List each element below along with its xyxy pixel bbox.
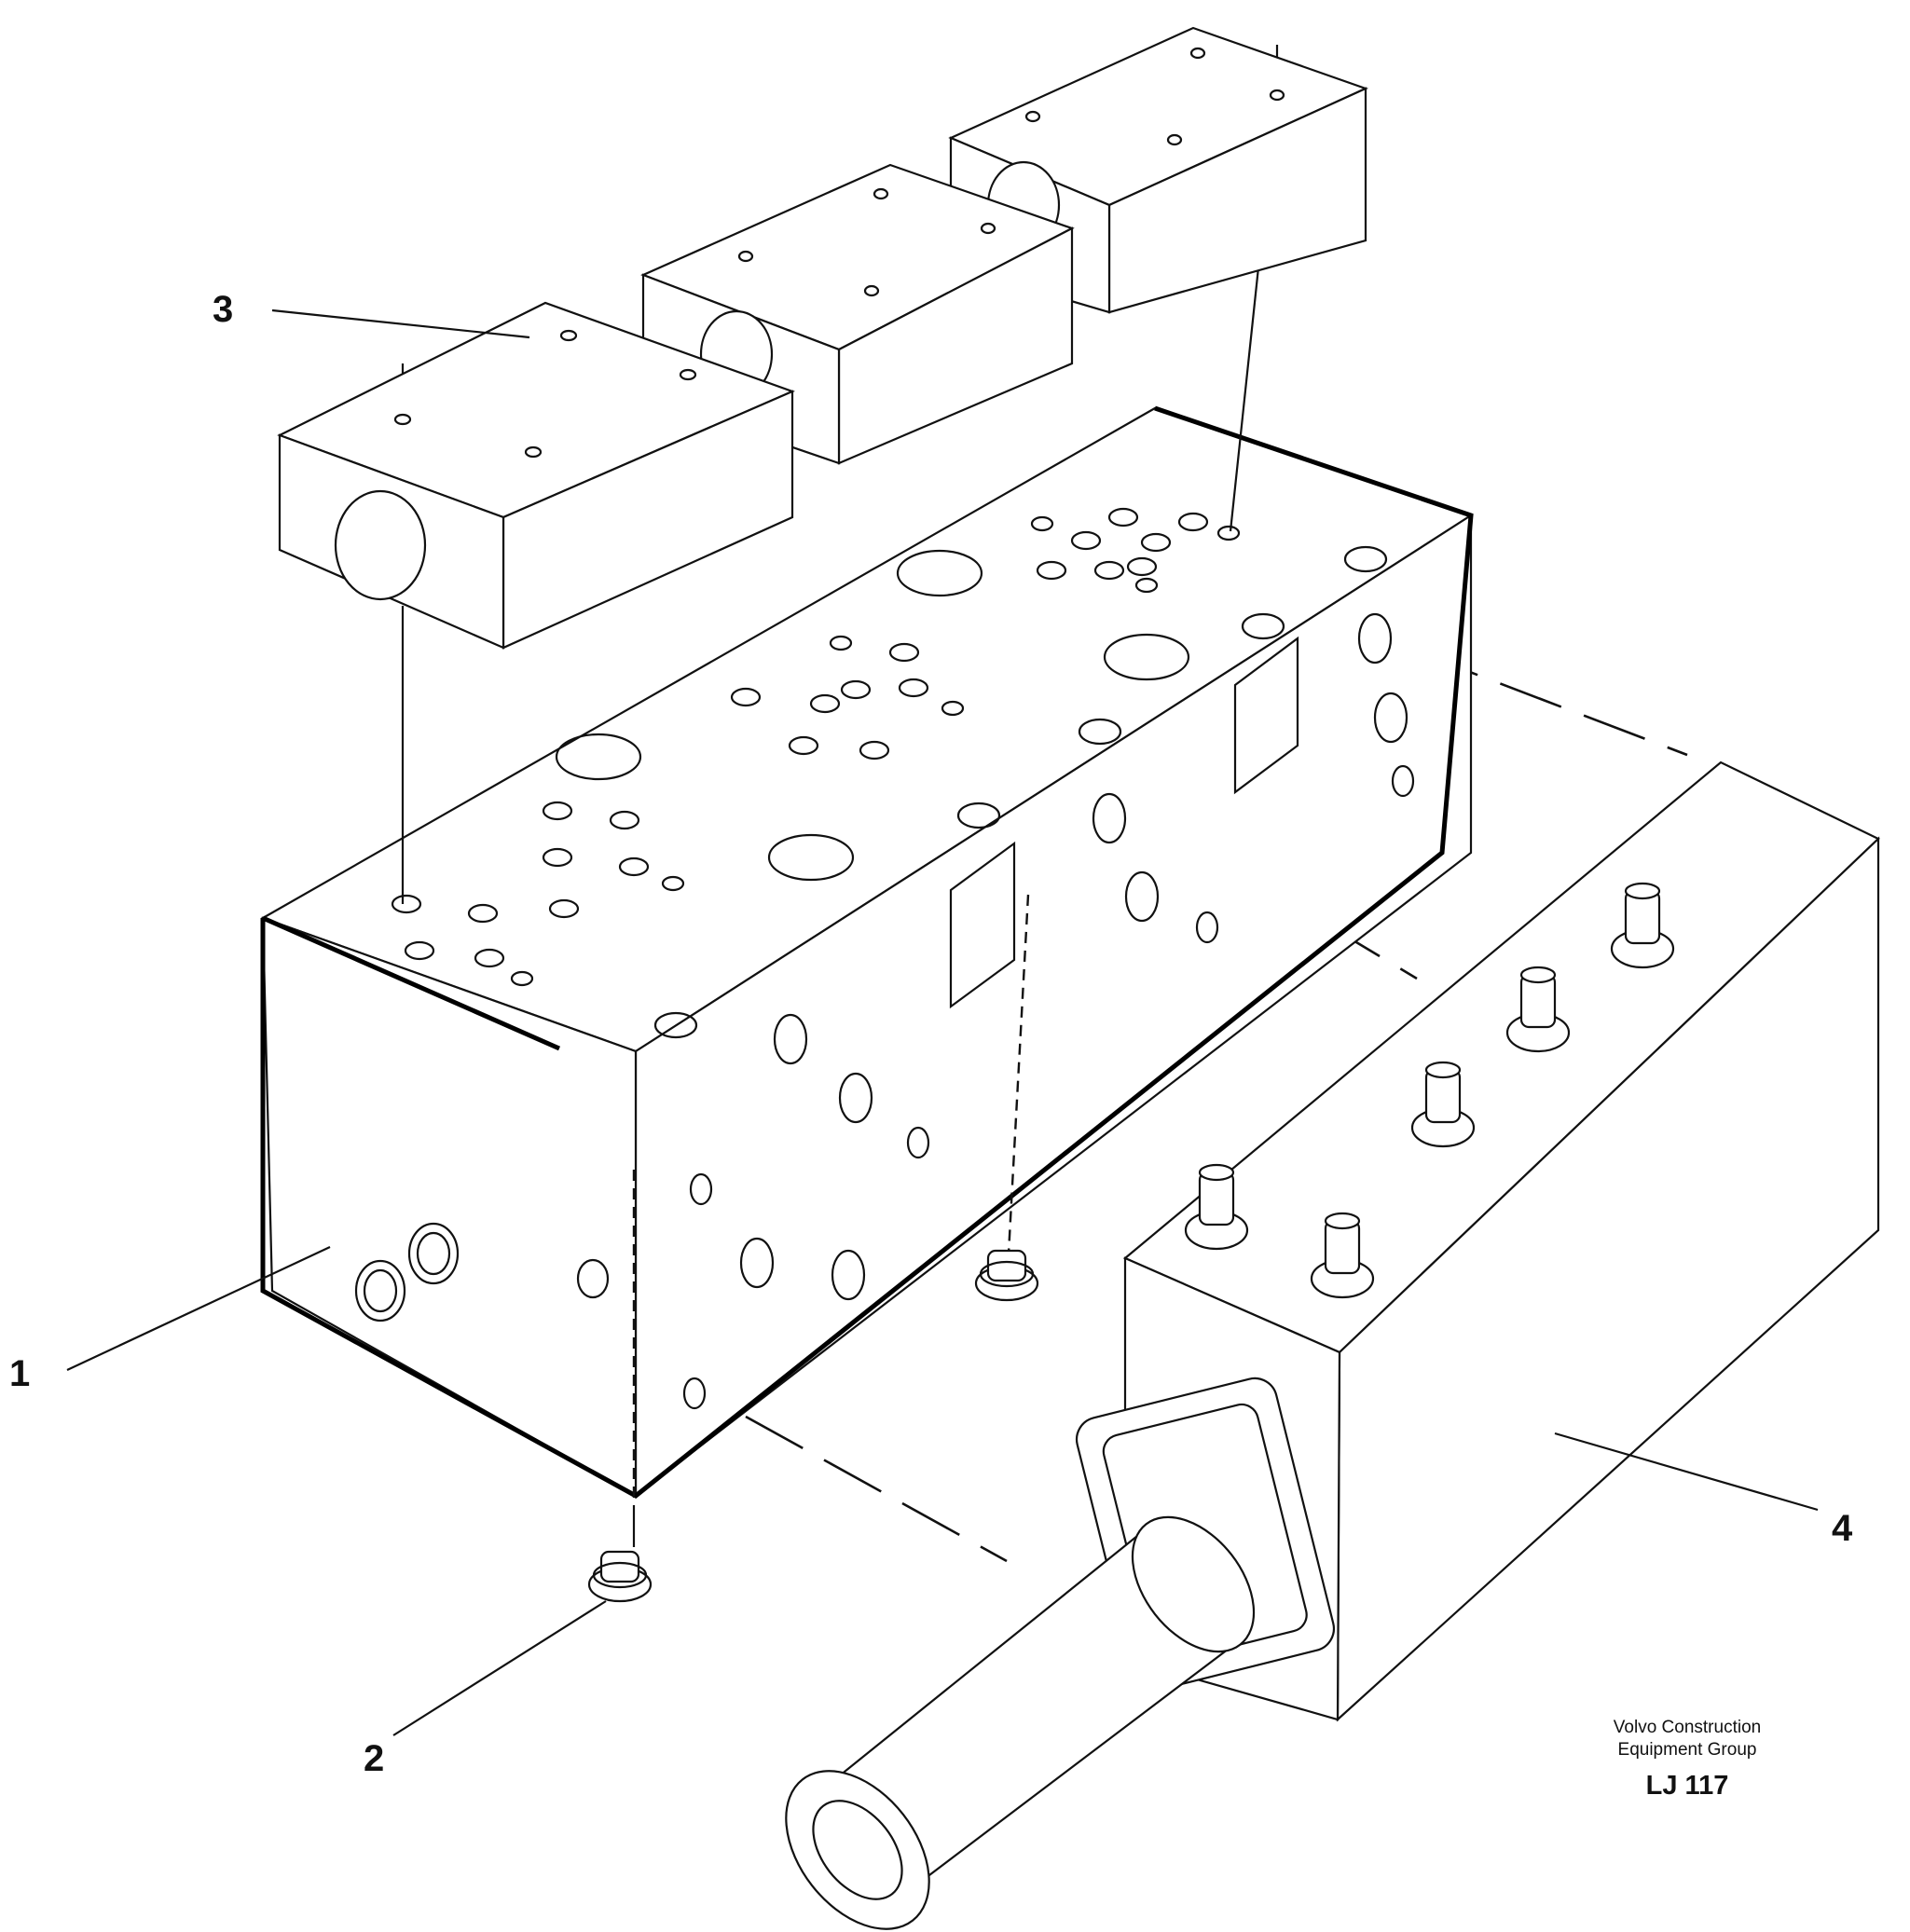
- callout-leader-lines: [66, 308, 1819, 1736]
- pilot-stud: [1184, 1163, 1249, 1251]
- company-name-line-2: Equipment Group: [1617, 1740, 1757, 1760]
- solenoid-valve-part-3: [277, 301, 795, 650]
- callout-4-number: 4: [1832, 1508, 1853, 1549]
- pilot-stud: [1410, 1061, 1476, 1148]
- assembly-guide-lines: [401, 45, 1279, 1547]
- callout-3-number: 3: [213, 289, 234, 330]
- pilot-stud: [1310, 1212, 1375, 1299]
- plug-part-2: [974, 1249, 1039, 1302]
- plug-part-2: [587, 1550, 653, 1603]
- callout-2-number: 2: [364, 1738, 385, 1779]
- pilot-stud: [1610, 882, 1675, 969]
- cylinder-part-4: [785, 760, 1880, 1930]
- valve-block-part-1: [260, 405, 1474, 1499]
- drawing-code: LJ 117: [1645, 1771, 1729, 1801]
- callout-1-number: 1: [9, 1353, 31, 1394]
- top-port-pattern: [391, 507, 1241, 987]
- company-name-line-1: Volvo Construction: [1613, 1718, 1762, 1737]
- side-port-pattern: [354, 545, 1415, 1410]
- pilot-stud: [1505, 966, 1571, 1053]
- drawing-footer: Volvo Construction Equipment Group LJ 11…: [1557, 1717, 1818, 1802]
